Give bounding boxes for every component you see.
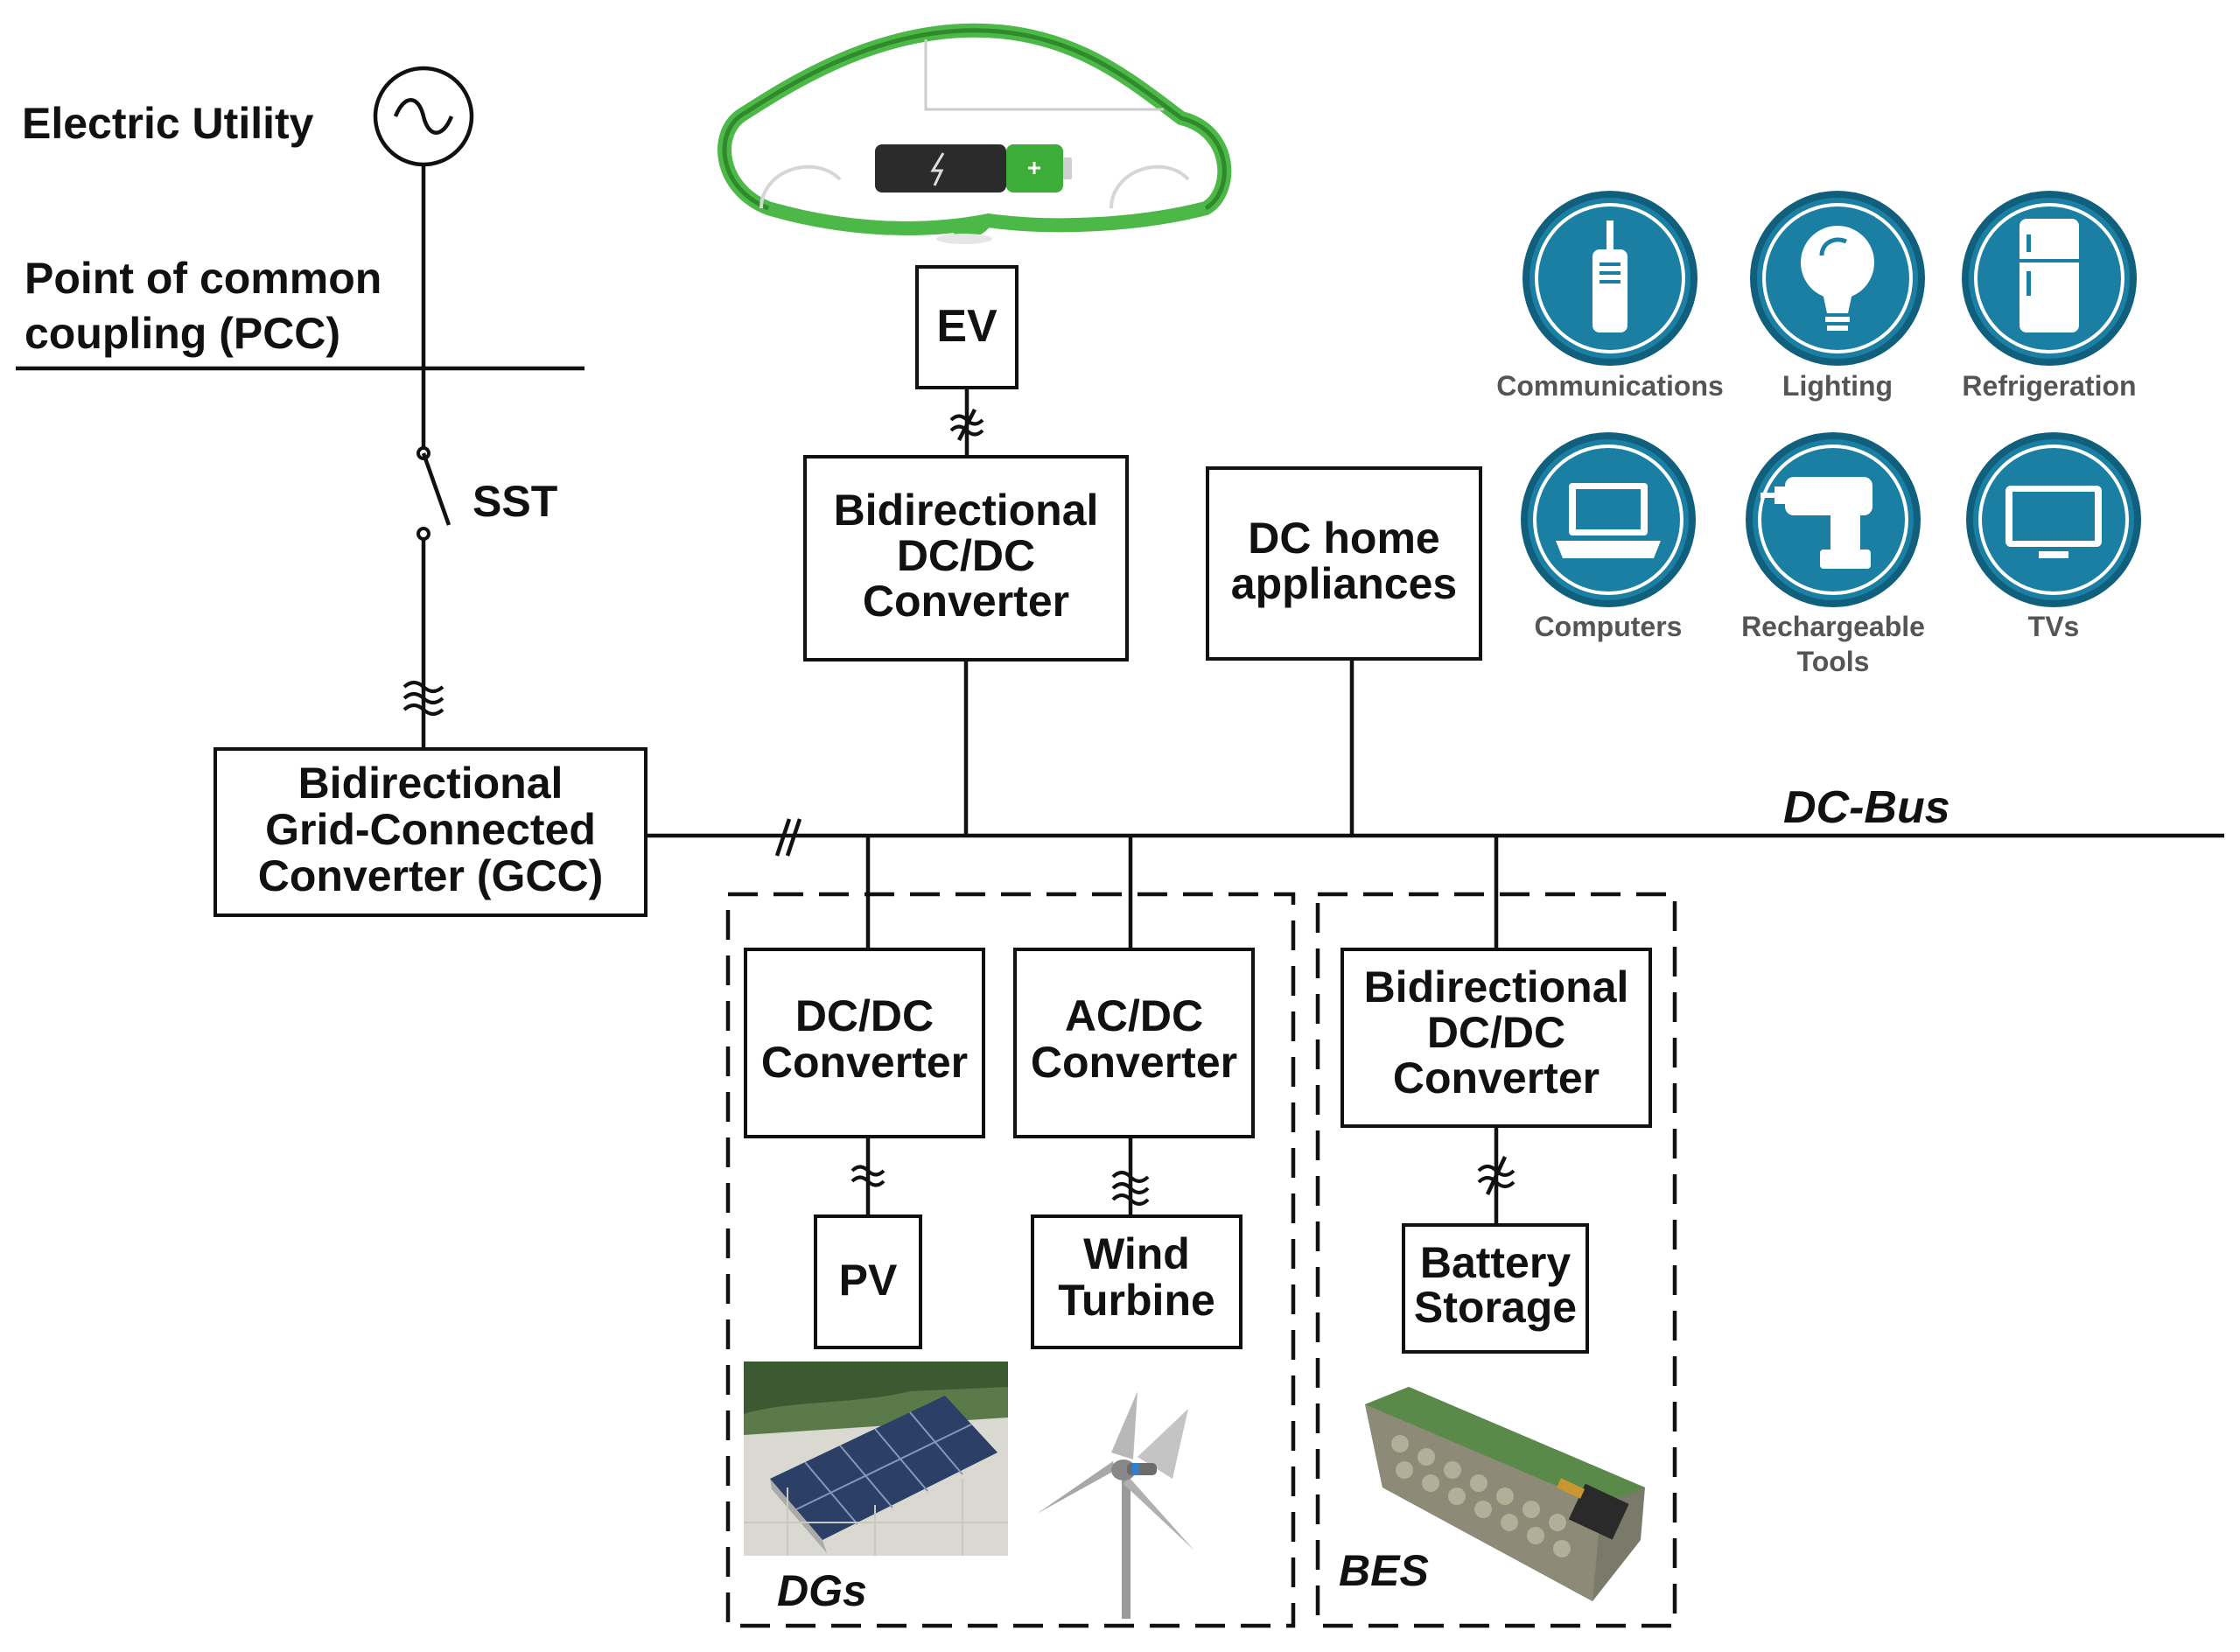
ev-car-icon (718, 23, 1232, 244)
refrigerator-icon (2020, 219, 2079, 332)
appliance-label: TVs (2028, 611, 2080, 642)
phone-icon (1592, 220, 1628, 332)
electric-utility-label: Electric Utility (22, 99, 314, 148)
wind-label-line1: Wind (1083, 1229, 1190, 1278)
gcc-converter-box: Bidirectional Grid-Connected Converter (… (214, 747, 648, 917)
pv-box: PV (814, 1214, 922, 1349)
appliance-label: Refrigeration (1962, 370, 2136, 402)
ev-box: EV (915, 265, 1018, 389)
dc-symbol-icon (850, 1165, 886, 1187)
laptop-icon (1556, 483, 1661, 558)
appliance-computers: Computers (1521, 432, 1696, 642)
appliance-lighting: Lighting (1750, 191, 1925, 402)
appliance-label: Communications (1496, 370, 1724, 402)
pv-label: PV (839, 1256, 898, 1305)
pv-converter-line1: DC/DC (795, 991, 934, 1040)
appliance-communications: Communications (1496, 191, 1724, 402)
ev-converter-box: Bidirectional DC/DC Converter (803, 455, 1129, 662)
dc-bus-label: DC-Bus (1783, 782, 1950, 833)
appliance-label: Lighting (1782, 370, 1893, 402)
pcc-label-line1: Point of common (24, 254, 382, 303)
battery-converter-line3: Converter (1393, 1054, 1600, 1102)
bes-label: BES (1339, 1546, 1429, 1595)
battery-icon (875, 144, 1072, 192)
pcc-label-line2: coupling (PCC) (24, 309, 340, 358)
appliance-label: Computers (1535, 611, 1683, 642)
ac-source-icon (373, 66, 474, 167)
gcc-label-line2: Grid-Connected (265, 805, 596, 854)
battery-pack-image (1365, 1387, 1645, 1601)
ac-symbol-icon (402, 681, 444, 716)
dgs-label: DGs (777, 1566, 867, 1615)
wind-turbine-image (1037, 1391, 1194, 1619)
ev-converter-line1: Bidirectional (834, 486, 1099, 535)
solar-panel-image (744, 1362, 1008, 1556)
pv-converter-line2: Converter (761, 1038, 968, 1087)
wind-converter-line1: AC/DC (1065, 991, 1203, 1040)
lightbulb-icon (1801, 226, 1874, 331)
battery-converter-line2: DC/DC (1427, 1008, 1565, 1057)
appliance-icons: Communications Lighting (1496, 191, 2141, 677)
ev-converter-line2: DC/DC (897, 531, 1035, 580)
ac-symbol-icon (949, 408, 984, 442)
wind-converter-box: AC/DC Converter (1013, 948, 1255, 1138)
appliance-rechargeable-tools: Rechargeable Tools (1741, 432, 1925, 677)
wind-label-line2: Turbine (1058, 1276, 1215, 1325)
dc-symbol-icon (774, 818, 802, 857)
battery-label-line1: Battery (1420, 1238, 1571, 1287)
appliance-tvs: TVs (1966, 432, 2141, 642)
ev-converter-line3: Converter (863, 577, 1069, 626)
dgs-group-frame (725, 892, 1296, 1628)
pv-converter-box: DC/DC Converter (744, 948, 985, 1138)
gcc-label-line3: Converter (GCC) (258, 851, 603, 900)
battery-converter-box: Bidirectional DC/DC Converter (1340, 948, 1652, 1128)
battery-converter-line1: Bidirectional (1364, 962, 1629, 1012)
drill-icon (1760, 477, 1872, 569)
battery-label-line2: Storage (1414, 1283, 1577, 1332)
appliance-label: Tools (1797, 646, 1870, 677)
sst-switch-icon (416, 446, 452, 541)
dc-home-line2: appliances (1231, 559, 1457, 608)
gcc-label-line1: Bidirectional (298, 759, 564, 808)
battery-storage-box: Battery Storage (1402, 1223, 1589, 1354)
sst-label: SST (472, 477, 557, 526)
appliance-label: Rechargeable (1741, 611, 1925, 642)
ac-symbol-icon (1111, 1171, 1150, 1206)
ev-label: EV (936, 301, 998, 352)
electric-utility-group: Electric Utility (22, 66, 474, 167)
tv-icon (2006, 486, 2102, 558)
dc-symbol-icon (1477, 1156, 1516, 1195)
dc-home-line1: DC home (1248, 514, 1439, 563)
dc-home-appliances-box: DC home appliances (1206, 466, 1482, 661)
wind-converter-line2: Converter (1031, 1038, 1237, 1087)
appliance-refrigeration: Refrigeration (1962, 191, 2137, 402)
wind-turbine-box: Wind Turbine (1031, 1214, 1242, 1349)
